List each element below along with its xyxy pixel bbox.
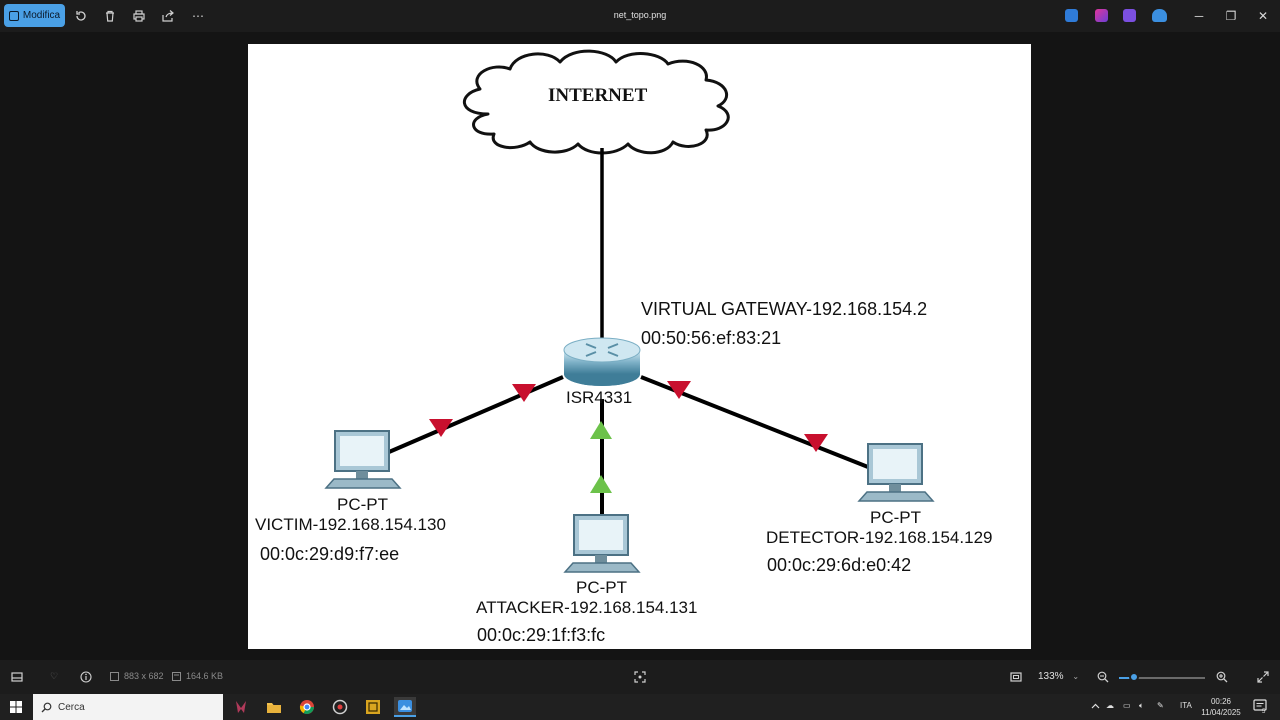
network-diagram [324,49,935,573]
clock-date: 11/04/2025 [1201,708,1241,717]
close-icon[interactable]: ✕ [1257,9,1269,23]
victim-name-label: VICTIM-192.168.154.130 [255,515,446,534]
notification-count: 5 [1262,709,1266,715]
clipchamp-icon[interactable] [1095,9,1108,22]
link-down-indicator [804,434,828,452]
cloud-tray-icon[interactable]: ☁ [1106,701,1114,710]
file-size-icon [172,671,181,681]
taskbar-search[interactable]: Cerca [33,694,223,720]
detector-pc-icon [857,443,935,502]
fit-to-window-icon[interactable] [1010,671,1022,683]
victim-pc-icon [324,430,402,489]
zoom-out-icon[interactable] [1097,671,1109,683]
print-icon[interactable] [131,8,147,24]
search-placeholder: Cerca [58,701,85,713]
victim-mac-label: 00:0c:29:d9:f7:ee [260,544,400,564]
filmstrip-icon[interactable] [11,671,23,683]
network-topology-image[interactable]: INTERNET VIRTUAL GATEWAY-192.168.154.2 0… [248,44,1031,649]
share-icon[interactable] [160,8,176,24]
edit-button[interactable]: Modifica [4,4,65,27]
detector-type-label: PC-PT [870,508,921,527]
internet-label: INTERNET [548,85,648,106]
photos-app-icon[interactable] [394,697,416,717]
window-title: net_topo.png [613,10,667,20]
file-size-text: 164.6 KB [186,671,224,681]
title-bar: Modifica ⋯ net_topo.png ─ ❐ ✕ [0,0,1280,32]
zoom-level-dropdown[interactable]: 133% ⌄ [1038,671,1079,682]
link-down-indicator [512,384,536,402]
more-options-icon[interactable]: ⋯ [192,9,204,23]
file-size: 164.6 KB [172,671,223,681]
link-router-victim [388,375,564,454]
crop-select-icon[interactable] [634,671,646,683]
pinned-app-icon[interactable] [362,697,384,717]
gateway-name-label: VIRTUAL GATEWAY-192.168.154.2 [641,299,928,319]
recorder-app-icon[interactable] [329,697,351,717]
volume-icon[interactable]: 🔈︎ [1139,701,1144,710]
edit-button-label: Modifica [22,10,61,21]
show-hidden-icons-icon[interactable] [1091,702,1100,713]
detector-mac-label: 00:0c:29:6d:e0:42 [767,555,912,575]
link-down-indicator [429,419,453,437]
link-up-indicator [590,421,612,439]
chevron-down-icon: ⌄ [1072,672,1080,681]
dimensions-text: 883 x 682 [124,671,164,681]
zoom-in-icon[interactable] [1216,671,1228,683]
favorite-icon[interactable]: ♡ [50,671,59,681]
zoom-slider-fill [1119,677,1134,679]
designer-app-icon[interactable] [1065,9,1078,22]
attacker-type-label: PC-PT [576,578,627,597]
attacker-name-label: ATTACKER-192.168.154.131 [476,598,698,617]
link-up-indicator [590,475,612,493]
zoom-slider-track[interactable] [1119,677,1205,679]
video-editor-icon[interactable] [1123,9,1136,22]
image-dimensions: 883 x 682 [110,671,164,681]
search-icon [41,702,52,712]
dimensions-icon [110,671,119,681]
internet-cloud [462,49,730,155]
maximize-icon[interactable]: ❐ [1225,9,1237,23]
windows-start-icon[interactable] [5,697,27,717]
victim-type-label: PC-PT [337,495,388,514]
network-icon[interactable]: ▭ [1123,701,1131,710]
router-icon [563,337,641,386]
info-bar: ♡ 883 x 682 164.6 KB 133% ⌄ [0,660,1280,694]
detector-name-label: DETECTOR-192.168.154.129 [766,528,993,547]
info-icon[interactable] [80,671,92,683]
zoom-level-text: 133% [1038,671,1064,682]
onedrive-icon[interactable] [1152,9,1167,22]
pen-tray-icon[interactable]: ✎ [1157,701,1164,710]
gateway-mac-label: 00:50:56:ef:83:21 [641,328,782,348]
fullscreen-icon[interactable] [1257,671,1269,683]
rotate-icon[interactable] [73,8,89,24]
edit-icon [8,10,19,21]
chrome-icon[interactable] [296,697,318,717]
notifications-icon[interactable]: 5 [1253,699,1267,715]
language-indicator[interactable]: ITA [1180,701,1192,710]
zoom-slider-thumb[interactable] [1129,672,1139,682]
link-down-indicator [667,381,691,399]
router-model-label: ISR4331 [566,388,633,407]
image-canvas: INTERNET VIRTUAL GATEWAY-192.168.154.2 0… [0,32,1280,660]
game-app-icon[interactable] [230,697,252,717]
taskbar-clock[interactable]: 00:26 11/04/2025 [1196,696,1246,718]
delete-icon[interactable] [102,8,118,24]
file-explorer-icon[interactable] [263,697,285,717]
attacker-mac-label: 00:0c:29:1f:f3:fc [477,625,606,645]
attacker-pc-icon [563,514,641,573]
taskbar: Cerca ☁ ▭ 🔈︎ ✎ ITA 00:26 11/04/2025 5 [0,694,1280,720]
minimize-icon[interactable]: ─ [1194,9,1204,23]
clock-time: 00:26 [1210,697,1232,706]
